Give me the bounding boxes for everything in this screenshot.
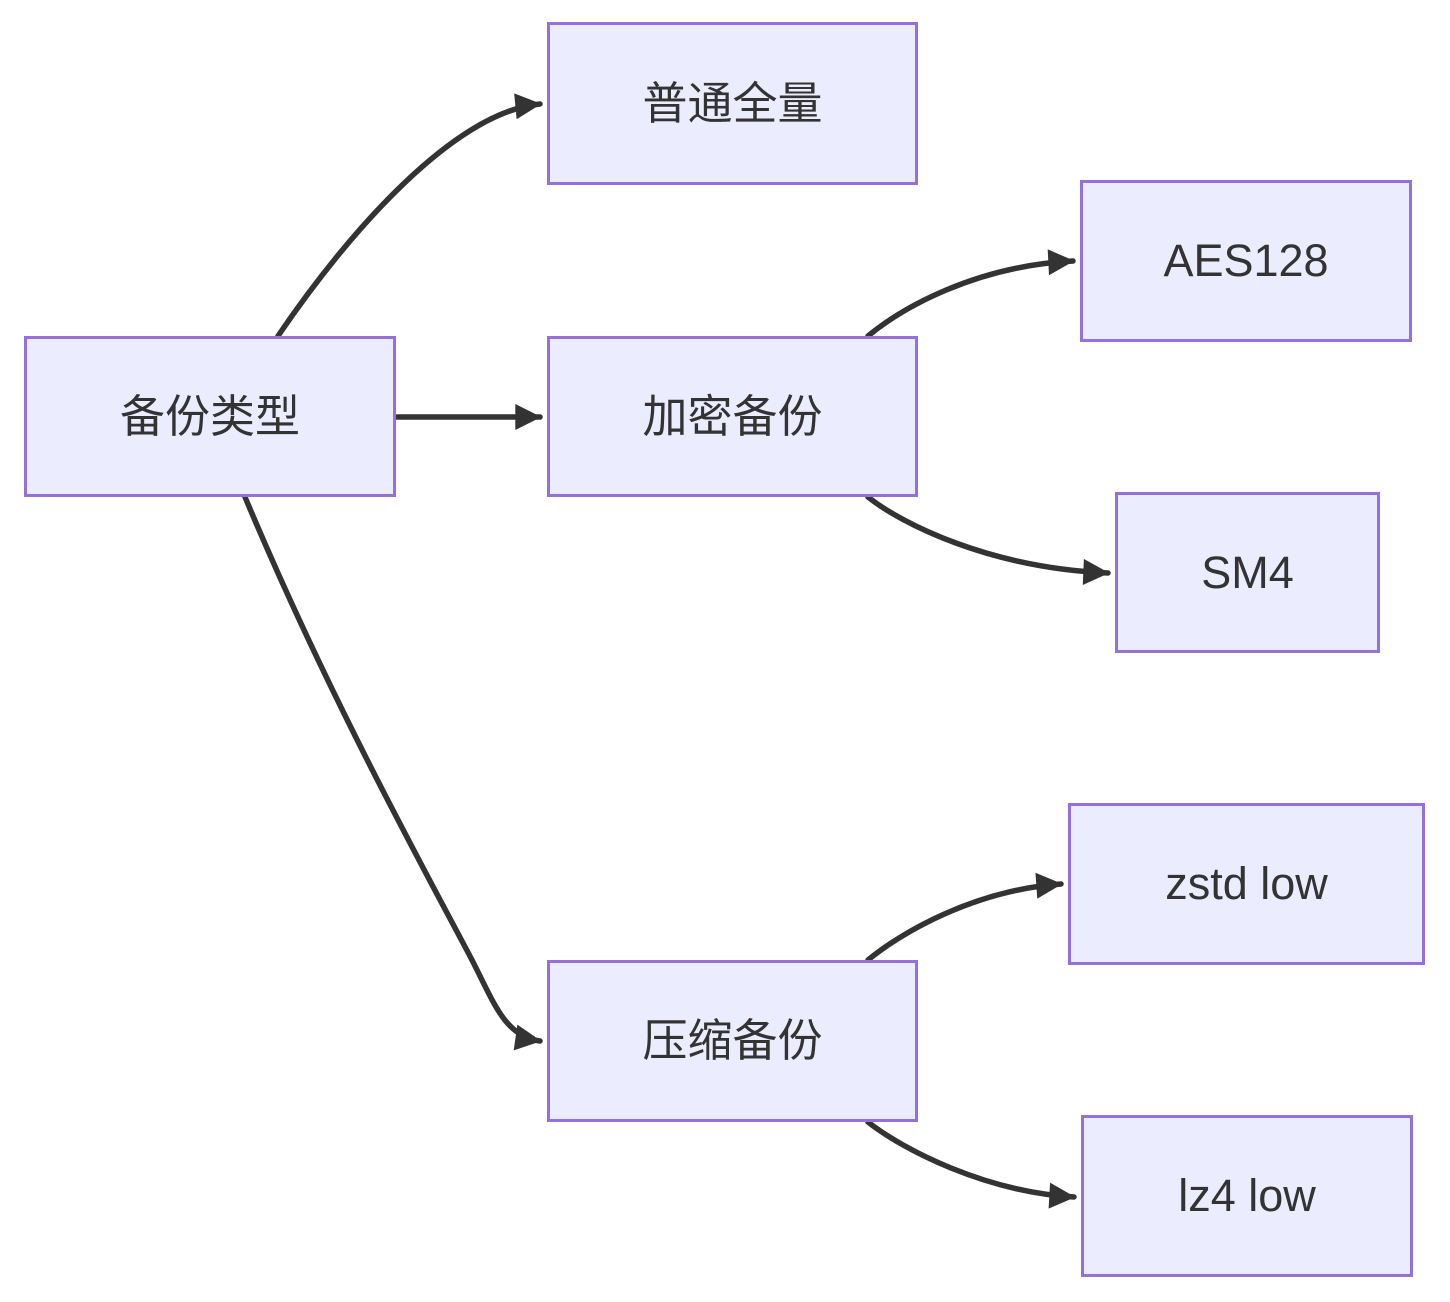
node-lz4-low-label: lz4 low — [1178, 1170, 1316, 1221]
node-compressed-backup-label: 压缩备份 — [642, 1015, 823, 1066]
node-encrypted-backup-label: 加密备份 — [642, 390, 823, 442]
edge-backup-type-to-compressed-backup — [242, 494, 543, 1051]
node-aes128: AES128 — [1080, 180, 1412, 342]
node-lz4-low: lz4 low — [1081, 1115, 1413, 1277]
node-zstd-low: zstd low — [1068, 803, 1425, 965]
edge-compressed-backup-to-lz4-low — [865, 1119, 1077, 1209]
node-backup-type: 备份类型 — [24, 336, 396, 497]
node-zstd-low-label: zstd low — [1165, 858, 1328, 909]
edge-compressed-backup-to-zstd-low — [865, 872, 1064, 963]
node-sm4: SM4 — [1115, 492, 1380, 653]
node-sm4-label: SM4 — [1201, 546, 1294, 598]
node-aes128-label: AES128 — [1163, 235, 1329, 286]
node-backup-type-label: 备份类型 — [119, 390, 300, 442]
node-encrypted-backup: 加密备份 — [547, 336, 918, 497]
edge-encrypted-backup-to-aes128 — [865, 249, 1076, 339]
node-normal-full: 普通全量 — [547, 22, 918, 185]
node-normal-full-label: 普通全量 — [642, 77, 823, 129]
node-compressed-backup: 压缩备份 — [547, 960, 918, 1122]
edge-encrypted-backup-to-sm4 — [865, 494, 1111, 585]
edge-backup-type-to-normal-full — [275, 93, 543, 339]
